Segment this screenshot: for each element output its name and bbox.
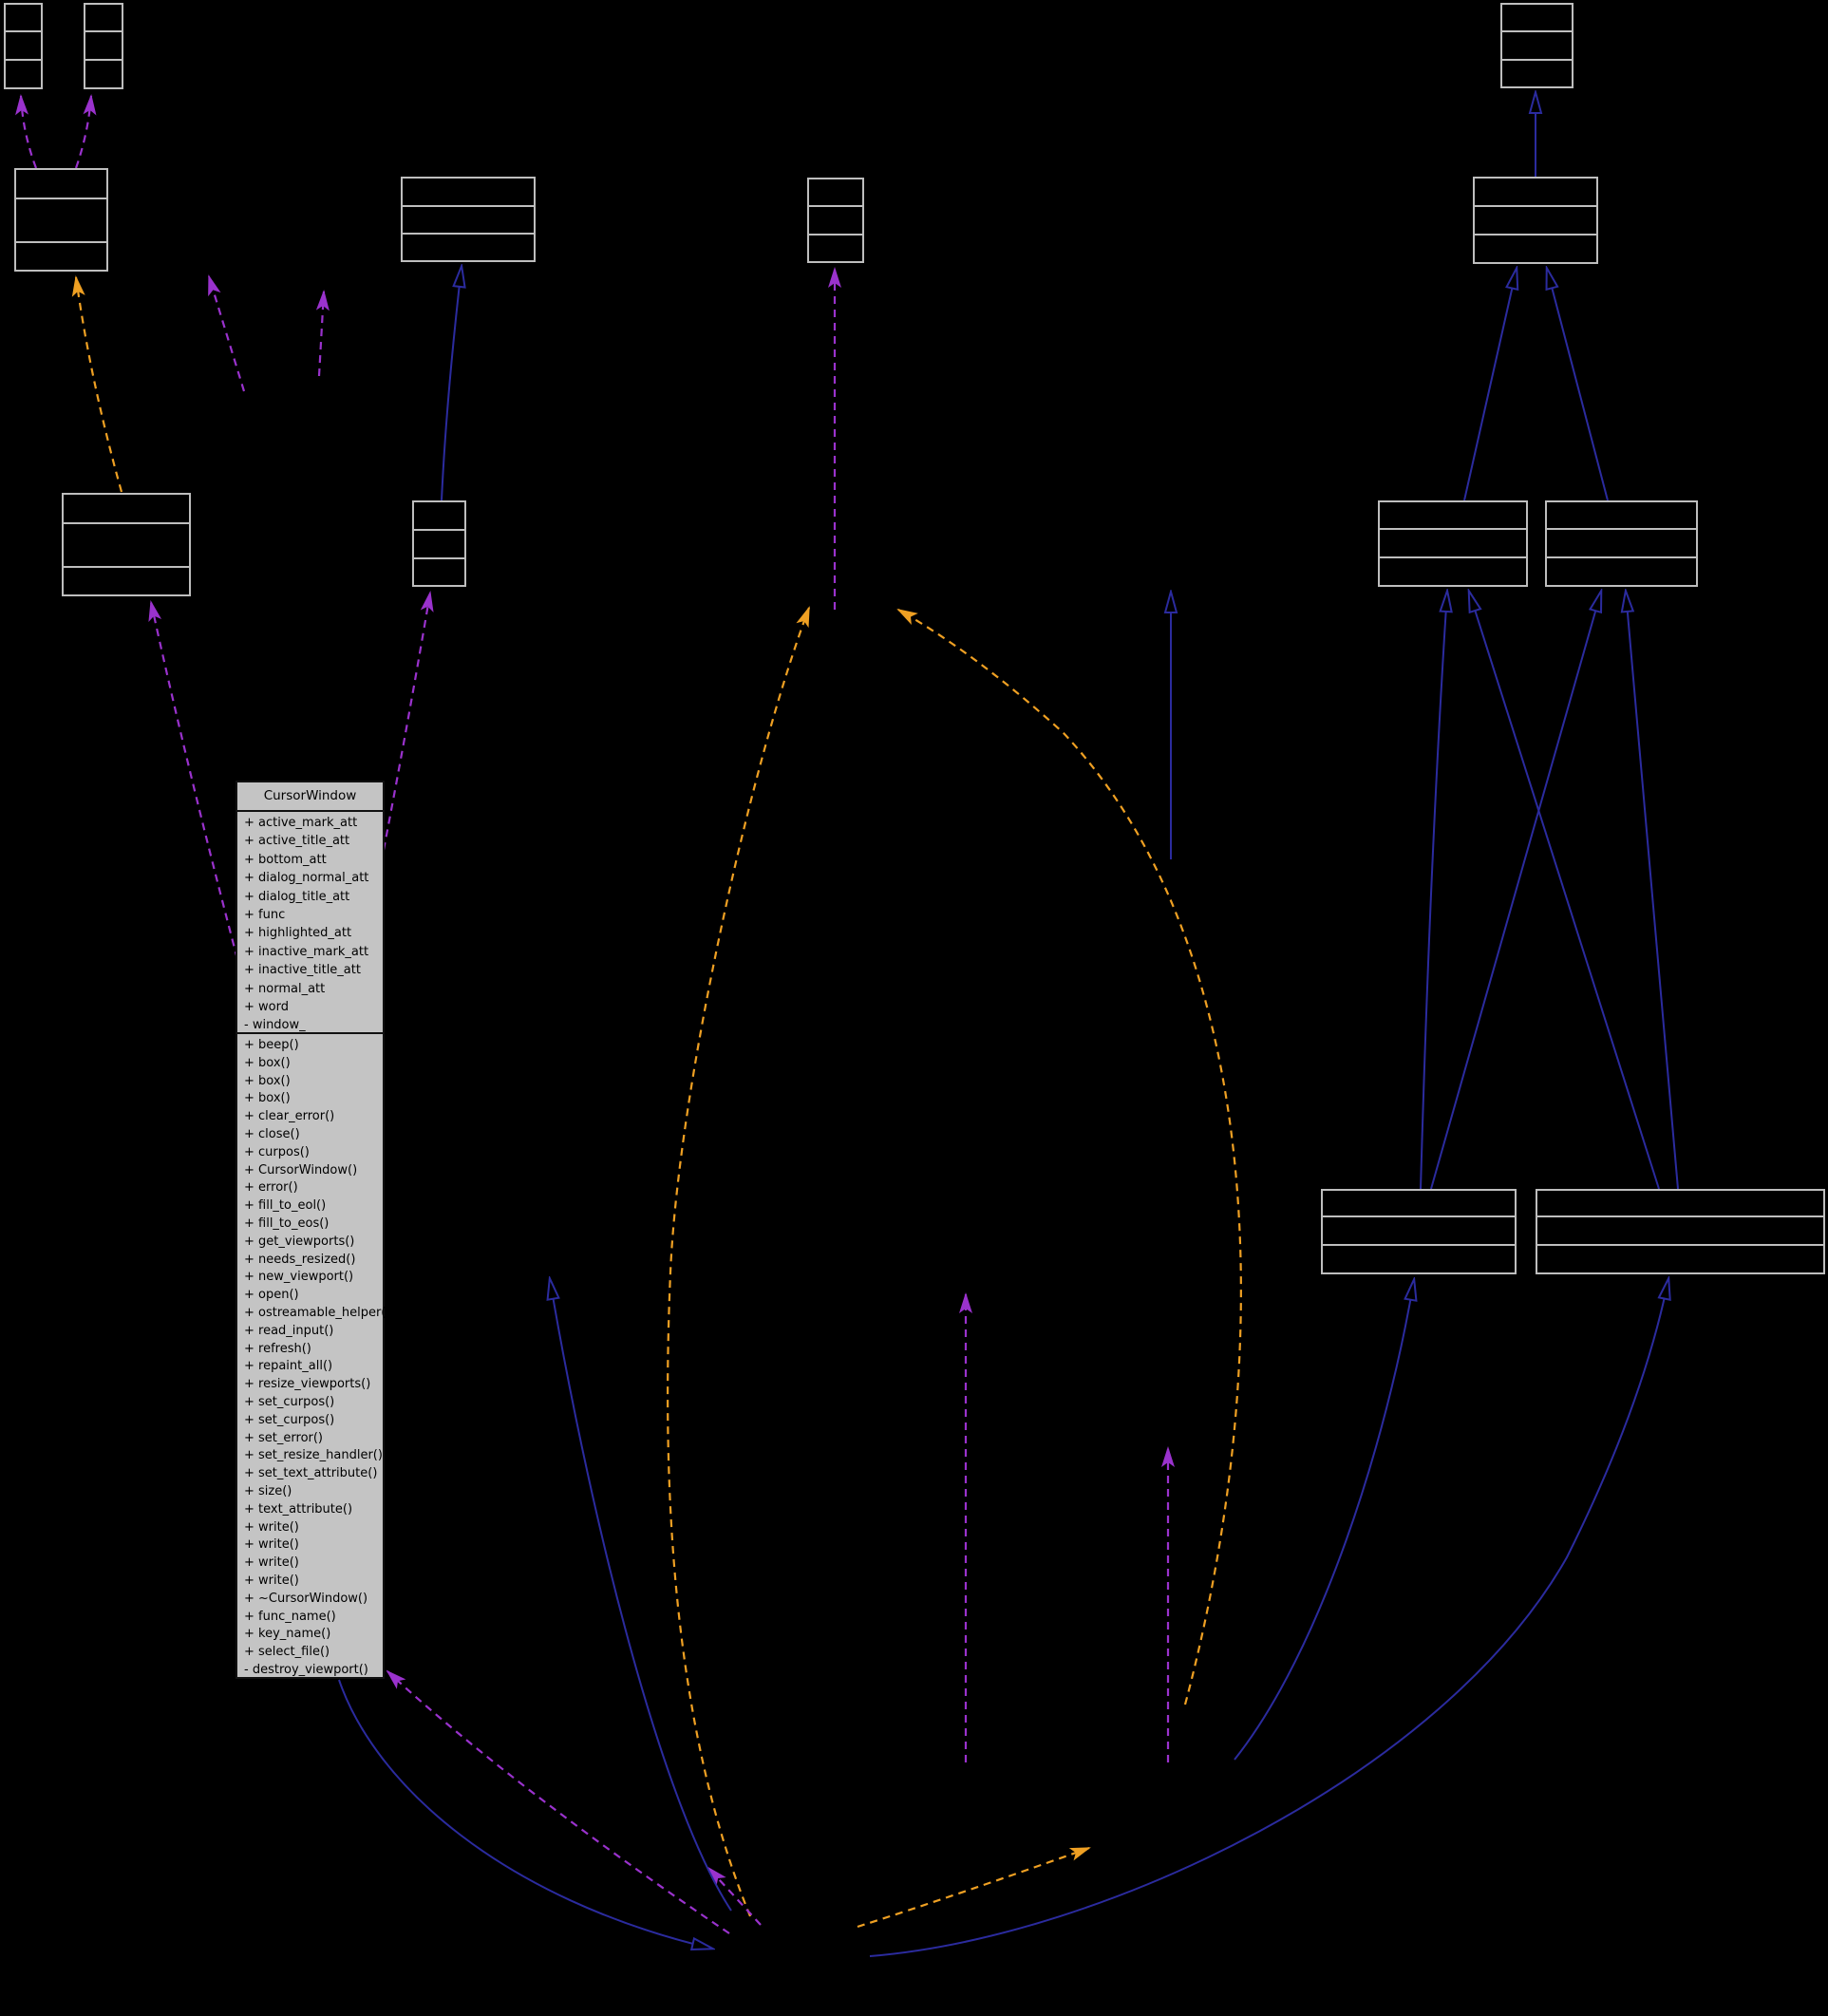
member-row: + write() xyxy=(244,1555,299,1571)
member-row: + clear_error() xyxy=(244,1109,335,1124)
template-edge xyxy=(896,609,1242,1705)
member-row: + CursorWindow() xyxy=(244,1162,358,1178)
cursor-window-class-node[interactable]: CursorWindow + active_mark_att + active_t… xyxy=(236,781,391,1680)
class-methods-section: + beep() + box() + box() + box() + clear_err… xyxy=(237,1034,391,1680)
inherit-edge xyxy=(1234,1280,1414,1761)
member-row: + needs_resized() xyxy=(244,1252,356,1267)
member-row: + write() xyxy=(244,1519,299,1535)
inherit-edge xyxy=(1430,592,1601,1190)
member-row: + active_title_att xyxy=(244,834,350,849)
class-node-right-mid-2[interactable] xyxy=(1545,500,1698,587)
member-row: + inactive_mark_att xyxy=(244,944,369,959)
member-row: + resize_viewports() xyxy=(244,1377,371,1392)
member-row: + repaint_all() xyxy=(244,1359,333,1374)
member-row: + active_mark_att xyxy=(244,816,358,830)
member-row: + set_curpos() xyxy=(244,1412,335,1427)
member-row: + box() xyxy=(244,1073,291,1088)
member-row: + select_file() xyxy=(244,1645,330,1660)
member-row: + box() xyxy=(244,1055,291,1070)
template-edge xyxy=(857,1846,1091,1929)
member-row: + write() xyxy=(244,1573,299,1588)
member-row: + fill_to_eol() xyxy=(244,1198,327,1214)
member-row: + set_text_attribute() xyxy=(244,1466,378,1481)
usage-edge xyxy=(386,1669,730,1934)
class-node-center-mid[interactable] xyxy=(412,500,466,587)
member-row: + ostreamable_helper() xyxy=(244,1305,391,1320)
member-row: + dialog_normal_att xyxy=(244,871,369,886)
member-row: + curpos() xyxy=(244,1144,310,1159)
class-node-top-left-2[interactable] xyxy=(84,3,123,89)
usage-edge xyxy=(382,591,434,851)
inherit-edge xyxy=(1547,269,1609,501)
member-row: + normal_att xyxy=(244,981,326,996)
member-row: + dialog_title_att xyxy=(244,889,350,904)
usage-edge xyxy=(315,290,330,377)
member-row: + read_input() xyxy=(244,1323,334,1338)
class-node-center-upper[interactable] xyxy=(401,177,536,262)
usage-edge xyxy=(148,600,239,960)
class-node-left-mid[interactable] xyxy=(62,493,191,596)
inherit-edge xyxy=(1626,592,1679,1190)
member-row: + func_name() xyxy=(244,1609,336,1624)
member-row: + new_viewport() xyxy=(244,1270,354,1285)
member-row: - destroy_viewport() xyxy=(244,1662,368,1677)
member-row: + write() xyxy=(244,1537,299,1553)
inherit-edge xyxy=(1469,592,1660,1190)
member-row: + highlighted_att xyxy=(244,926,352,941)
class-node-top-left-1[interactable] xyxy=(4,3,43,89)
template-edge xyxy=(667,606,811,1917)
class-node-top-right[interactable] xyxy=(1500,3,1574,88)
inherit-edge xyxy=(1463,269,1517,501)
usage-edge xyxy=(207,274,246,392)
usage-edge xyxy=(74,94,97,169)
member-row: + close() xyxy=(244,1126,300,1141)
class-title: CursorWindow xyxy=(237,782,383,812)
usage-edge xyxy=(15,94,38,169)
member-row: + open() xyxy=(244,1288,299,1303)
member-row: + inactive_title_att xyxy=(244,963,361,978)
member-row: + ~CursorWindow() xyxy=(244,1591,368,1606)
class-node-right-upper[interactable] xyxy=(1473,177,1598,264)
member-row: + bottom_att xyxy=(244,852,327,867)
member-row: + set_error() xyxy=(244,1430,324,1445)
member-row: + word xyxy=(244,999,289,1014)
class-node-right-mid-1[interactable] xyxy=(1378,500,1528,587)
inherit-edge xyxy=(550,1279,732,1912)
inherit-edge xyxy=(441,267,462,501)
member-row: + text_attribute() xyxy=(244,1501,353,1517)
class-node-right-low-1[interactable] xyxy=(1321,1189,1517,1274)
member-row: + set_curpos() xyxy=(244,1394,335,1409)
member-row: + error() xyxy=(244,1180,298,1196)
member-row: + beep() xyxy=(244,1038,299,1052)
class-node-left-upper[interactable] xyxy=(14,168,108,272)
member-row: + func xyxy=(244,907,286,922)
inherit-edge xyxy=(869,1279,1668,1957)
member-row: + fill_to_eos() xyxy=(244,1215,330,1231)
inherit-edge xyxy=(338,1679,712,1949)
class-node-middle-top[interactable] xyxy=(807,178,864,263)
class-attributes-section: + active_mark_att + active_title_att + bot… xyxy=(237,812,383,1034)
member-row: - window_ xyxy=(244,1018,306,1033)
member-row: + size() xyxy=(244,1483,292,1498)
nodes-group xyxy=(4,3,1825,1274)
member-row: + set_resize_handler() xyxy=(244,1448,383,1463)
member-row: + box() xyxy=(244,1091,291,1106)
template-edge xyxy=(71,275,123,493)
member-row: + refresh() xyxy=(244,1341,311,1356)
member-row: + get_viewports() xyxy=(244,1234,355,1249)
inherit-edge xyxy=(1420,592,1447,1190)
class-node-right-low-2[interactable] xyxy=(1536,1189,1825,1274)
member-row: + key_name() xyxy=(244,1627,331,1642)
edges-group xyxy=(15,93,1679,1957)
